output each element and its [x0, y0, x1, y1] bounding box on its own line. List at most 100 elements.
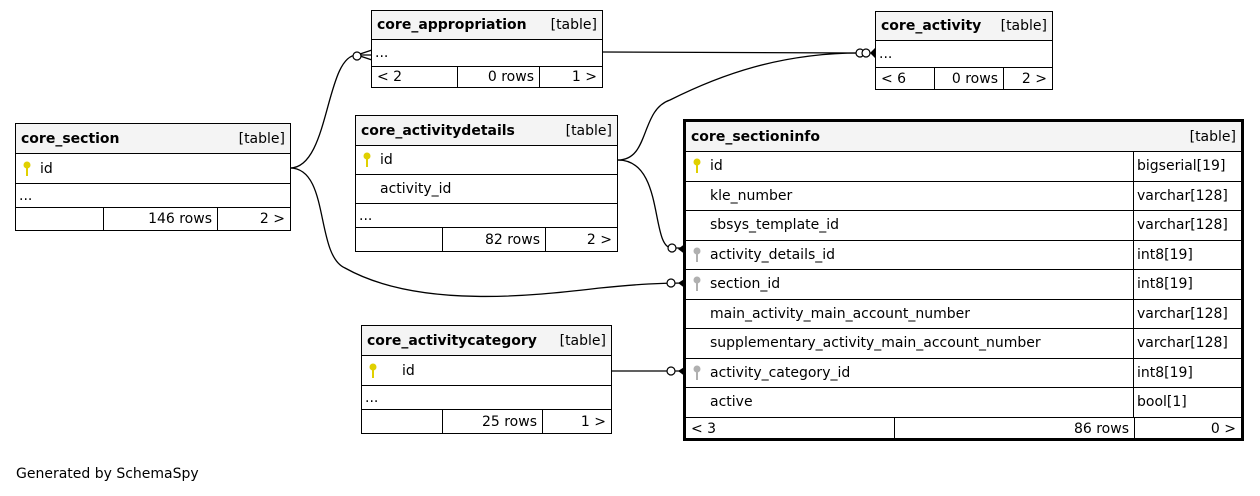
column-name: activity_id [380, 181, 452, 197]
table-core-activitydetails[interactable]: core_activitydetails [table] id activity… [355, 115, 618, 252]
column-row: ... [876, 41, 1052, 68]
children-count[interactable]: 2 > [586, 231, 612, 248]
column-row: ... [16, 184, 290, 208]
edge-appropriation-activity [602, 51, 861, 54]
children-count[interactable]: 0 > [1210, 421, 1236, 437]
table-footer: 25 rows 1 > [362, 410, 611, 433]
column-row[interactable]: activity_details_id int8[19] [686, 240, 1241, 270]
table-kind: [table] [1189, 128, 1236, 145]
column-row[interactable]: id bigserial[19] [686, 152, 1241, 182]
more-columns: ... [359, 207, 373, 224]
column-name: id [380, 152, 393, 168]
column-name: active [710, 394, 753, 411]
column-type: int8[19] [1133, 358, 1193, 387]
table-header: core_activity [table] [876, 12, 1052, 41]
table-header: core_appropriation [table] [372, 11, 602, 40]
table-footer: < 2 0 rows 1 > [372, 67, 602, 87]
column-type: varchar[128] [1133, 299, 1228, 328]
column-row[interactable]: id [16, 154, 290, 184]
children-count[interactable]: 1 > [580, 413, 606, 430]
column-type: varchar[128] [1133, 211, 1228, 240]
column-row[interactable]: activity_id [356, 175, 617, 204]
column-name: main_activity_main_account_number [710, 305, 970, 322]
column-row: ... [356, 204, 617, 228]
column-row[interactable]: section_id int8[19] [686, 270, 1241, 300]
foreign-key-icon [686, 247, 708, 263]
table-core-sectioninfo[interactable]: core_sectioninfo [table] id bigserial[19… [683, 119, 1244, 441]
column-row[interactable]: id [356, 146, 617, 175]
more-columns: ... [375, 45, 389, 61]
table-core-activitycategory[interactable]: core_activitycategory [table] id ... 25 … [361, 325, 612, 434]
primary-key-icon [16, 161, 38, 177]
table-footer: 146 rows 2 > [16, 208, 290, 230]
column-name: activity_details_id [710, 246, 836, 263]
table-header: core_section [table] [16, 124, 290, 154]
table-header: core_activitydetails [table] [356, 116, 617, 146]
table-name: core_activity [881, 18, 982, 34]
table-core-activity[interactable]: core_activity [table] ... < 6 0 rows 2 > [875, 11, 1053, 90]
parents-count[interactable]: < 6 [876, 68, 935, 89]
row-count: 0 rows [458, 67, 540, 87]
parents-count[interactable]: < 3 [686, 417, 895, 441]
primary-key-icon [356, 152, 378, 168]
column-name: section_id [710, 276, 781, 293]
table-footer: < 3 86 rows 0 > [686, 417, 1241, 441]
foreign-key-icon [686, 365, 708, 381]
column-row[interactable]: sbsys_template_id varchar[128] [686, 211, 1241, 241]
table-kind: [table] [550, 17, 597, 33]
table-header: core_sectioninfo [table] [686, 122, 1241, 152]
row-count: 0 rows [935, 68, 1004, 89]
row-count: 86 rows [895, 417, 1135, 441]
column-type: bool[1] [1133, 388, 1187, 417]
foreign-key-icon [686, 276, 708, 292]
edge-end-circle [855, 48, 865, 58]
children-count[interactable]: 2 > [259, 211, 285, 227]
row-count: 25 rows [443, 410, 543, 433]
table-name: core_section [21, 130, 120, 147]
column-row[interactable]: kle_number varchar[128] [686, 181, 1241, 211]
edge-end-circle [666, 278, 676, 288]
children-count[interactable]: 2 > [1021, 70, 1047, 87]
column-type: int8[19] [1133, 240, 1193, 269]
parents-count[interactable]: < 2 [372, 67, 458, 87]
table-core-section[interactable]: core_section [table] id ... 146 rows 2 > [15, 123, 291, 231]
edge-end-circle [861, 48, 871, 58]
children-count[interactable]: 1 > [571, 69, 597, 85]
table-kind: [table] [238, 130, 285, 147]
column-type: varchar[128] [1133, 181, 1228, 210]
primary-key-icon [686, 158, 708, 174]
edge-end-circle [666, 366, 676, 376]
parents-count[interactable] [356, 228, 443, 251]
table-kind: [table] [559, 332, 606, 349]
row-count: 146 rows [104, 208, 218, 230]
table-footer: 82 rows 2 > [356, 228, 617, 251]
column-type: int8[19] [1133, 270, 1193, 299]
parents-count[interactable] [16, 208, 104, 230]
column-row[interactable]: id [362, 356, 611, 386]
table-footer: < 6 0 rows 2 > [876, 68, 1052, 89]
column-name: id [40, 160, 53, 177]
primary-key-icon [362, 363, 384, 379]
table-core-appropriation[interactable]: core_appropriation [table] ... < 2 0 row… [371, 10, 603, 88]
column-name: id [402, 362, 415, 379]
edge-activitydetails-sectioninfo [617, 159, 686, 249]
table-name: core_activitycategory [367, 332, 537, 349]
column-type: bigserial[19] [1133, 152, 1225, 181]
column-name: id [710, 158, 723, 175]
table-name: core_sectioninfo [691, 128, 820, 145]
column-row[interactable]: active bool[1] [686, 388, 1241, 418]
table-kind: [table] [1000, 18, 1047, 34]
more-columns: ... [879, 46, 893, 62]
table-header: core_activitycategory [table] [362, 326, 611, 356]
table-name: core_appropriation [377, 17, 527, 33]
column-row: ... [362, 386, 611, 410]
more-columns: ... [365, 389, 379, 406]
parents-count[interactable] [362, 410, 443, 433]
edge-end-circle [667, 243, 677, 253]
column-row[interactable]: activity_category_id int8[19] [686, 358, 1241, 388]
generated-by-label: Generated by SchemaSpy [16, 466, 199, 482]
column-name: activity_category_id [710, 364, 851, 381]
column-row: ... [372, 40, 602, 67]
column-row[interactable]: supplementary_activity_main_account_numb… [686, 329, 1241, 359]
column-row[interactable]: main_activity_main_account_number varcha… [686, 299, 1241, 329]
